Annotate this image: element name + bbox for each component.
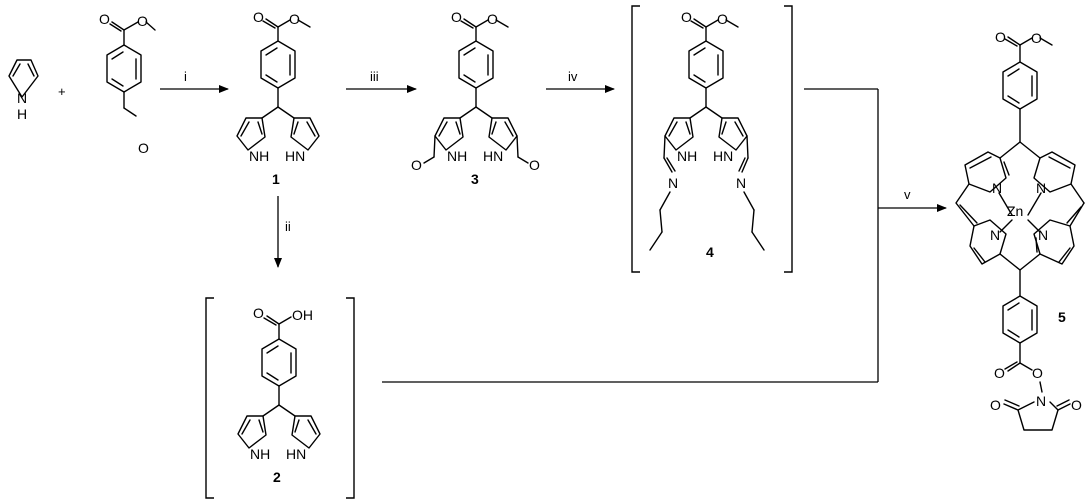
c3-left-aldehyde-o: O [411, 157, 422, 173]
reagent-i: i [184, 69, 187, 84]
reagent-ii: ii [285, 219, 291, 234]
compound-5-structure: O O N N N N Zn [955, 29, 1085, 431]
c4-nh: NH [677, 148, 697, 164]
c5-n-top-right: N [1036, 180, 1046, 196]
ester-carbonyl-o: O [99, 11, 110, 27]
c2-hn: HN [286, 446, 306, 462]
c2-oh: OH [292, 307, 313, 323]
c5-n-bottom-right: N [1038, 227, 1048, 243]
ester-ether-o: O [137, 13, 148, 29]
compound-4-left-bracket [631, 5, 640, 273]
aldehyde-o: O [138, 140, 149, 156]
c4-right-imine-n: N [736, 175, 746, 191]
methyl-4-formylbenzoate-structure: O O O [99, 11, 156, 156]
c2-carbonyl-o: O [253, 305, 264, 321]
c5-n-bottom-left: N [990, 227, 1000, 243]
compound-1-label: 1 [272, 171, 280, 187]
compound-1-structure: O O NH HN 1 [236, 9, 320, 187]
c5-nhs-ester-o: O [1032, 365, 1043, 381]
c3-nh: NH [447, 148, 467, 164]
c3-right-aldehyde-o: O [529, 157, 540, 173]
pyrrole-n: N [17, 90, 27, 106]
reagent-iv: iv [568, 69, 578, 84]
compound-2-left-bracket [205, 297, 214, 499]
compound-2-label: 2 [273, 469, 281, 485]
c1-ether-o: O [289, 11, 300, 27]
compound-2-structure: O OH NH HN 2 [205, 297, 355, 499]
compound-2-right-bracket [346, 297, 355, 499]
compound-3-label: 3 [471, 171, 479, 187]
plus-sign: + [58, 84, 66, 99]
c4-left-imine-n: N [668, 175, 678, 191]
c2-nh: NH [250, 446, 270, 462]
c5-succinimide-n: N [1036, 393, 1046, 409]
reagent-v: v [904, 187, 911, 202]
compound-3-structure: O O O O NH HN 3 [411, 9, 540, 187]
compound-5-label: 5 [1058, 309, 1066, 325]
c5-succinimide-o-right: O [1071, 397, 1082, 413]
compound-4-structure: O O N N NH HN 4 [631, 5, 793, 273]
compound-4-right-bracket [784, 5, 793, 273]
pyrrole-structure: N H [8, 59, 39, 122]
compound-4-label: 4 [706, 244, 714, 260]
c3-hn: HN [483, 148, 503, 164]
c4-hn: HN [713, 148, 733, 164]
c1-carbonyl-o: O [253, 9, 264, 25]
c4-ether-o: O [717, 11, 728, 27]
c5-top-carbonyl-o: O [995, 29, 1006, 45]
c5-top-ether-o: O [1031, 30, 1042, 46]
c5-n-top-left: N [992, 180, 1002, 196]
reagent-iii: iii [370, 69, 379, 84]
c5-succinimide-o-left: O [990, 397, 1001, 413]
c4-carbonyl-o: O [681, 9, 692, 25]
c5-nhs-carbonyl-o: O [994, 365, 1005, 381]
c5-zn: Zn [1007, 203, 1023, 219]
c3-ether-o: O [487, 11, 498, 27]
c1-hn: HN [285, 148, 305, 164]
c3-carbonyl-o: O [451, 9, 462, 25]
c1-nh: NH [249, 148, 269, 164]
pyrrole-h: H [17, 106, 27, 122]
